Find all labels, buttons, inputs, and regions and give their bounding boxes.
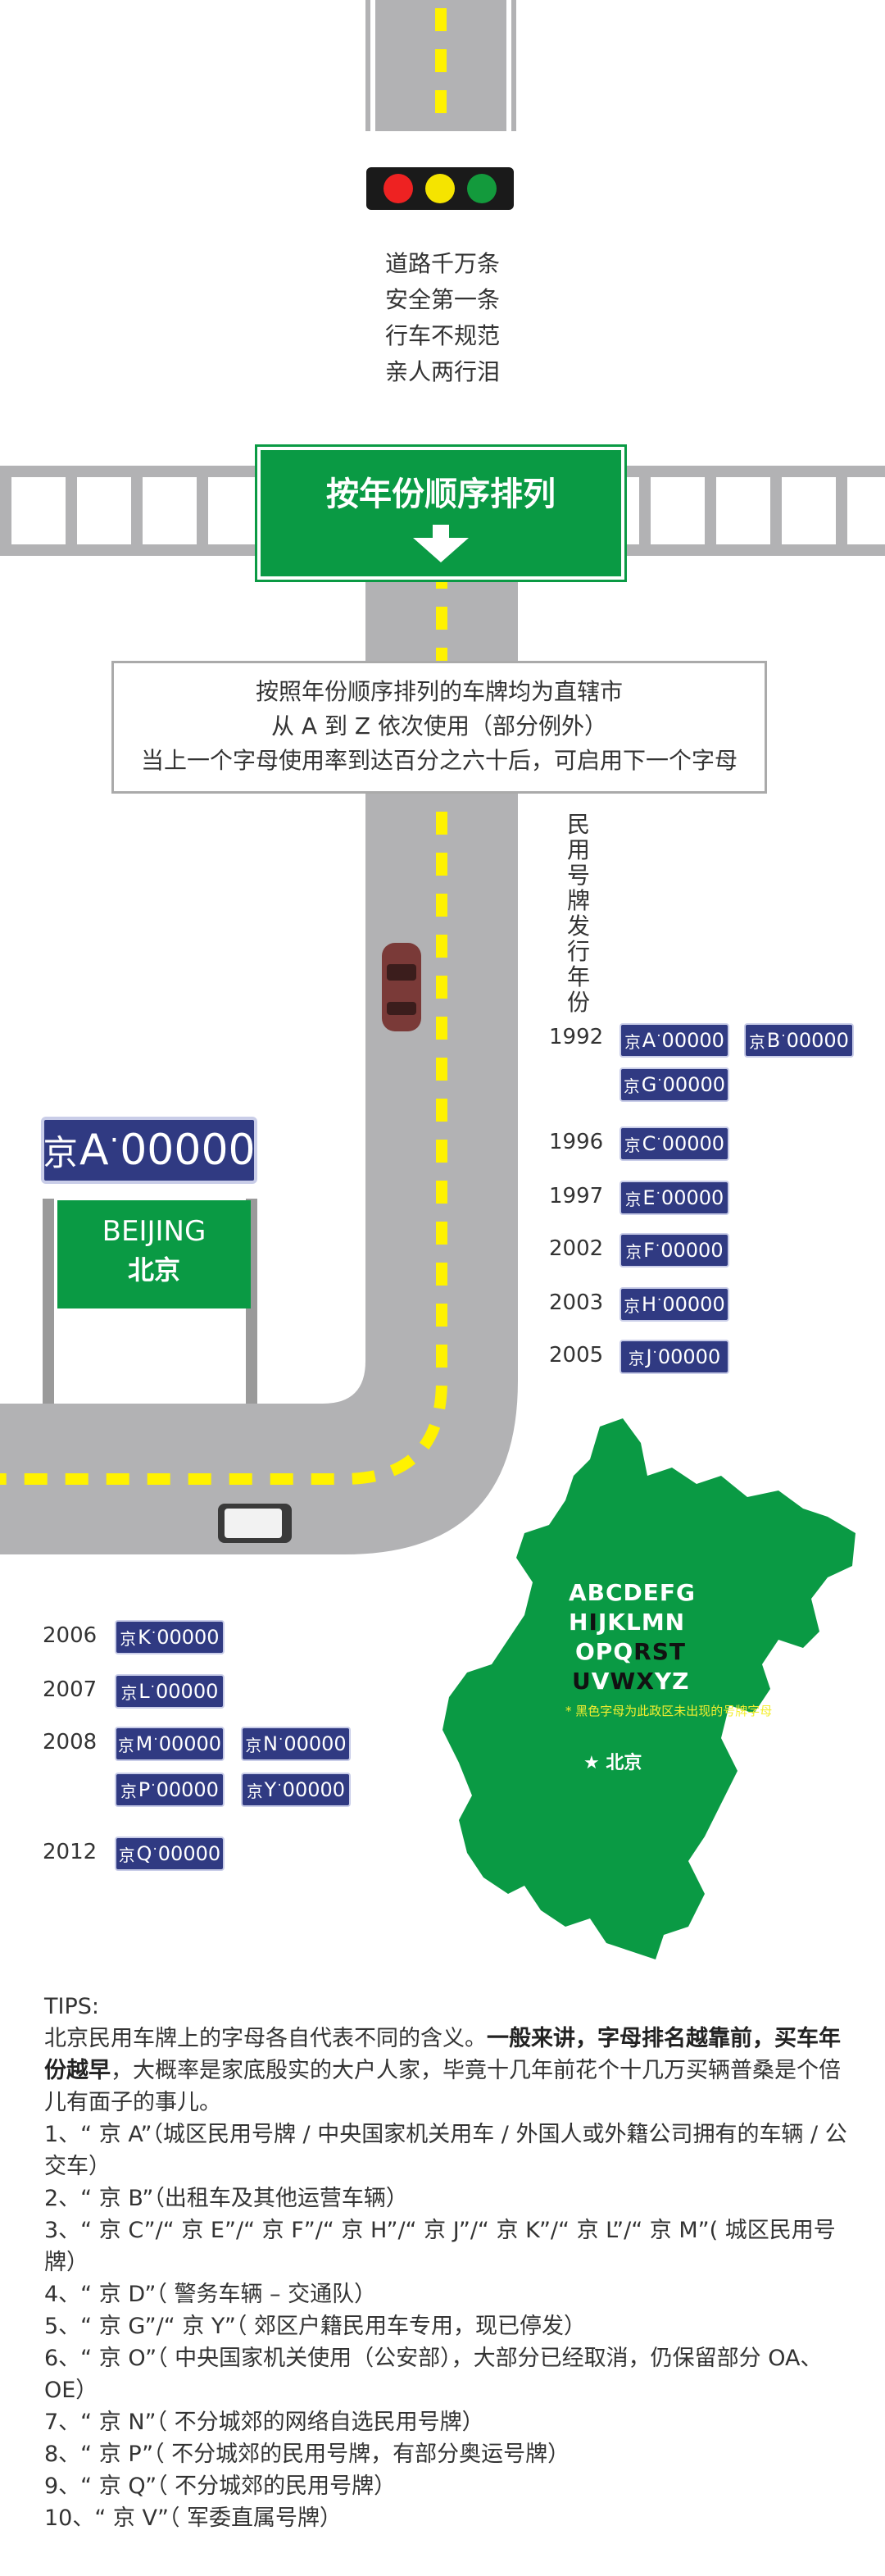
tips-item: 9、“ 京 Q”（ 不分城郊的民用号牌）	[44, 2474, 397, 2499]
year-label: 1992	[549, 1025, 604, 1049]
traffic-light	[366, 167, 514, 210]
tips-item: 3、“ 京 C”/“ 京 E”/“ 京 F”/“ 京 H”/“ 京 J”/“ 京…	[44, 2218, 836, 2275]
year-label: 1997	[549, 1184, 604, 1208]
map-letter-run: V	[591, 1668, 610, 1695]
info-box	[111, 661, 767, 794]
main-road	[0, 566, 518, 1554]
info-line: 当上一个字母使用率到达百分之六十后，可启用下一个字母	[140, 747, 738, 774]
map-row: UVWXYZ	[572, 1668, 689, 1695]
map-capital-label: ★ 北京	[583, 1753, 642, 1773]
map-letter-run: X	[636, 1668, 655, 1695]
map-letter-run: I	[588, 1609, 598, 1636]
year-label: 1996	[549, 1130, 604, 1154]
year-label: 2012	[43, 1840, 98, 1864]
year-label: 2007	[43, 1677, 98, 1702]
map-letter-run: ABCDEFG	[569, 1579, 697, 1606]
map-letter-run: W	[610, 1668, 637, 1695]
tips-section: TIPS: 北京民用车牌上的字母各自代表不同的含义。一般来讲，字母排名越靠前，买…	[44, 1991, 847, 2534]
beijing-sign-cn: 北京	[127, 1254, 180, 1286]
red-car-icon	[382, 943, 421, 1031]
green-light-icon	[467, 174, 497, 203]
year-label: 2005	[549, 1343, 604, 1368]
tips-item: 8、“ 京 P”（ 不分城郊的民用号牌，有部分奥运号牌）	[44, 2442, 570, 2467]
poem-line: 行车不规范	[384, 322, 500, 349]
yellow-light-icon	[425, 174, 455, 203]
map-row: ABCDEFG	[569, 1579, 696, 1606]
tips-item: 2、“ 京 B”（出租车及其他运营车辆）	[44, 2186, 408, 2211]
poem-line: 道路千万条	[384, 250, 500, 277]
map-letter-run: H	[569, 1609, 589, 1636]
map-letter-run: RST	[633, 1638, 686, 1665]
tips-item: 4、“ 京 D”（ 警务车辆 – 交通队）	[44, 2282, 377, 2307]
safety-poem: 道路千万条 安全第一条 行车不规范 亲人两行泪	[0, 246, 885, 390]
year-label: 2008	[43, 1730, 98, 1755]
map-row: OPQRST	[575, 1638, 686, 1665]
info-line: 从 A 到 Z 依次使用（部分例外）	[271, 712, 607, 740]
tips-item: 10、“ 京 V”（ 军委直属号牌）	[44, 2505, 343, 2531]
tips-item: 1、“ 京 A”（城区民用号牌 / 中央国家机关用车 / 外国人或外籍公司拥有的…	[44, 2122, 847, 2179]
beijing-sign: BEIJING 北京	[57, 1200, 251, 1308]
tips-intro: 北京民用车牌上的字母各自代表不同的含义。一般来讲，字母排名越靠前，买车年份越早，…	[44, 2026, 841, 2115]
map-note: * 黑色字母为此政区未出现的号牌字母	[565, 1704, 773, 1718]
tips-heading: TIPS:	[44, 1994, 99, 2019]
tips-item: 6、“ 京 O”（ 中央国家机关使用（公安部），大部分已经取消，仍保留部分 OA…	[44, 2346, 823, 2403]
sign-post-left	[43, 1199, 54, 1404]
info-line: 按照年份顺序排列的车牌均为直辖市	[255, 678, 623, 705]
tips-item: 5、“ 京 G”/“ 京 Y”（ 郊区户籍民用车专用，现已停发）	[44, 2314, 586, 2339]
year-label: 2006	[43, 1623, 98, 1648]
poem-line: 安全第一条	[384, 286, 500, 313]
beijing-sign-en: BEIJING	[102, 1215, 206, 1248]
sign-title: 按年份顺序排列	[326, 476, 556, 513]
map-row: HIJKLMN	[569, 1609, 685, 1636]
red-light-icon	[384, 174, 413, 203]
map-letters: ABCDEFG HIJKLMN OPQRST UVWXYZ * 黑色字母为此政区…	[565, 1579, 828, 1784]
poem-line: 亲人两行泪	[384, 358, 500, 385]
down-arrow-icon	[413, 525, 469, 562]
beijing-map-shape	[442, 1418, 856, 1959]
map-letter-run: YZ	[654, 1668, 690, 1695]
tips-item: 7、“ 京 N”（ 不分城郊的网络自选民用号牌）	[44, 2410, 484, 2435]
top-road	[365, 0, 516, 131]
year-label: 2003	[549, 1290, 604, 1315]
year-label: 2002	[549, 1236, 604, 1261]
vertical-title: 民用号牌发行年份	[566, 811, 590, 1016]
map-letter-run: U	[572, 1668, 592, 1695]
map-letter-run: JKLMN	[597, 1609, 686, 1636]
white-van-icon	[218, 1504, 292, 1543]
map-letter-run: OPQ	[575, 1638, 634, 1665]
